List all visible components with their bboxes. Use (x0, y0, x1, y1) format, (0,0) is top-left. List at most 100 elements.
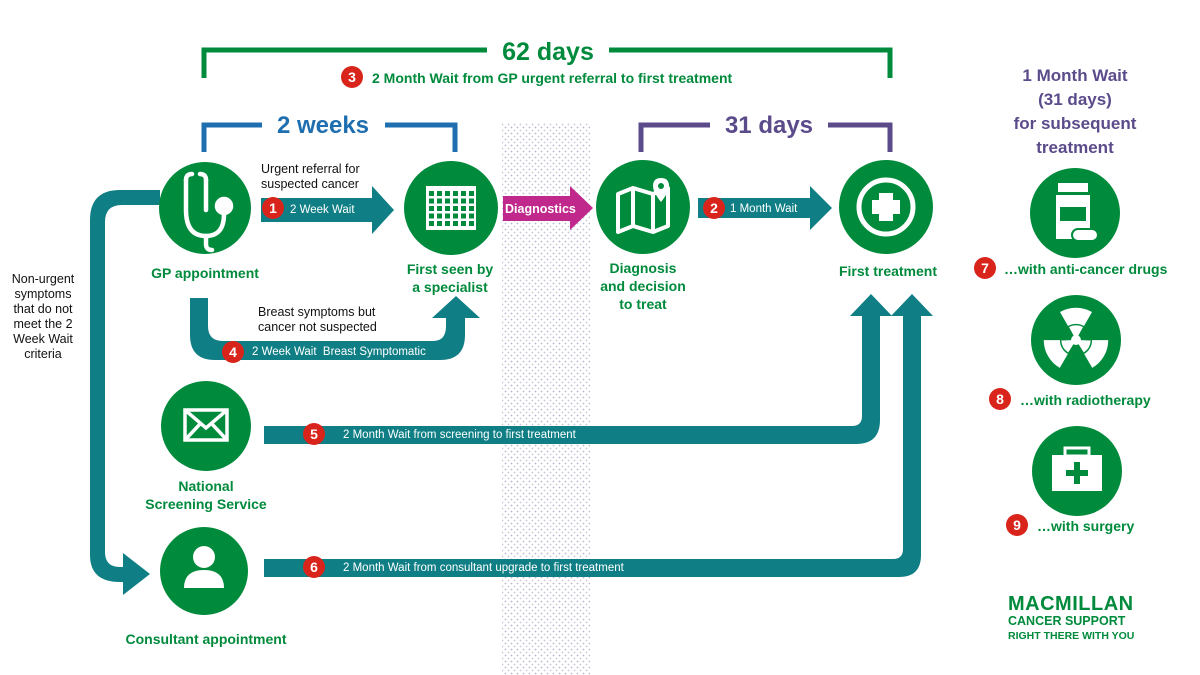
calendar-cell (445, 191, 450, 196)
days-31-heading: 31 days (725, 112, 813, 139)
arrow-non-urgent-head (123, 553, 150, 595)
radiotherapy-label: …with radiotherapy (1020, 392, 1151, 408)
badge-9 (1006, 514, 1028, 536)
calendar-cell (429, 198, 434, 204)
calendar-cell (445, 213, 450, 219)
arrow-2-text: 1 Month Wait (730, 203, 798, 215)
arrow-2 (698, 186, 832, 230)
arrow-5-text: 2 Month Wait from screening to first tre… (343, 429, 577, 441)
first-aid-kit-icon (1052, 446, 1102, 491)
badge-4-text: 4 (229, 344, 237, 360)
days-62-heading: 62 days (502, 38, 594, 66)
arrow-4-note: Breast symptoms but cancer not suspected (258, 305, 377, 335)
calendar-cell (437, 213, 442, 219)
arrow-1-note-line: Urgent referral for (261, 162, 360, 176)
gp-label: GP appointment (151, 265, 259, 281)
diagnosis-circle (596, 160, 690, 254)
calendar-cell (469, 191, 474, 196)
specialist-label-line: a specialist (412, 279, 488, 295)
screening-label-line: Screening Service (145, 496, 267, 512)
arrow-4 (190, 296, 480, 360)
calendar-cell (437, 198, 442, 204)
badge-8 (989, 388, 1011, 410)
weeks-2-heading: 2 weeks (277, 112, 369, 139)
calendar-cell (453, 221, 458, 226)
badge-5 (303, 423, 325, 445)
badge-3 (341, 66, 363, 88)
bracket-62-days (201, 47, 893, 78)
first-treatment-label: First treatment (838, 263, 938, 279)
envelope-icon (183, 408, 229, 442)
bracket-2-weeks (201, 122, 458, 152)
badge-8-text: 8 (996, 391, 1004, 407)
map-icon (616, 178, 670, 234)
arrow-4-note-line: Breast symptoms but (258, 305, 376, 319)
stethoscope-icon (183, 171, 234, 253)
drugs-label: …with anti-cancer drugs (1004, 261, 1168, 277)
arrow-1-note: Urgent referral for suspected cancer (261, 162, 360, 192)
calendar-cell (461, 198, 466, 204)
calendar-cell (469, 213, 474, 219)
arrow-1 (261, 186, 394, 234)
number-badges (222, 66, 1028, 578)
diagnosis-label-line: to treat (619, 296, 667, 312)
calendar-cell (453, 191, 458, 196)
arrow-1-note-line: suspected cancer (261, 177, 359, 191)
specialist-label-line: First seen by (406, 261, 494, 277)
calendar-cell (429, 206, 434, 211)
screening-label: National Screening Service (126, 477, 286, 513)
diagnostics-label: Diagnostics (505, 202, 576, 216)
calendar-cell (461, 206, 466, 211)
calendar-cell (469, 221, 474, 226)
calendar-cell (469, 198, 474, 204)
badge-7-text: 7 (981, 260, 989, 276)
calendar-cell (461, 213, 466, 219)
pill-bottle-icon (1056, 183, 1099, 242)
month-wait-line: 1 Month Wait (1022, 66, 1128, 85)
badge-7 (974, 257, 996, 279)
badge-1-text: 1 (269, 200, 277, 216)
arrow-non-urgent-path (90, 190, 160, 582)
non-urgent-line: meet the 2 (13, 317, 73, 331)
diagnosis-label-line: and decision (600, 278, 686, 294)
arrow-4-text: 2 Week Wait Breast Symptomatic (252, 346, 426, 358)
arrow-6-text: 2 Month Wait from consultant upgrade to … (343, 562, 625, 574)
radiation-icon (1043, 307, 1109, 368)
diagnosis-label-line: Diagnosis (609, 260, 677, 276)
arrow-5 (264, 294, 892, 444)
calendar-cell (445, 206, 450, 211)
medical-cross-icon (856, 177, 916, 237)
calendar-cell (469, 206, 474, 211)
arrow-1-text: 2 Week Wait (290, 204, 355, 216)
badge-9-text: 9 (1013, 517, 1021, 533)
badge-5-text: 5 (310, 426, 318, 442)
month-wait-line: (31 days) (1038, 90, 1112, 109)
consultant-label: Consultant appointment (125, 631, 287, 647)
diagnosis-label: Diagnosis and decision to treat (583, 259, 703, 313)
non-urgent-line: Non-urgent (11, 272, 75, 286)
month-wait-line: for subsequent (1013, 114, 1137, 133)
calendar-cell (429, 213, 434, 219)
calendar-cell (461, 191, 466, 196)
calendar-cell (445, 198, 450, 204)
calendar-icon (426, 186, 476, 230)
badge-2-text: 2 (710, 200, 718, 216)
badge-6 (303, 556, 325, 578)
calendar-cell (461, 221, 466, 226)
logo-line-2: CANCER SUPPORT (1008, 614, 1126, 628)
specialist-label: First seen by a specialist (390, 260, 510, 296)
non-urgent-line: symptoms (14, 287, 72, 301)
calendar-cell (437, 191, 442, 196)
badge-3-text: 3 (348, 69, 356, 85)
non-urgent-line: criteria (24, 347, 62, 361)
calendar-cell (429, 191, 434, 196)
badge-2 (703, 197, 725, 219)
calendar-cell (445, 221, 450, 226)
non-urgent-line: Week Wait (13, 332, 73, 346)
month-wait-heading: 1 Month Wait (31 days) for subsequent tr… (990, 64, 1160, 160)
arrow-4-note-line: cancer not suspected (258, 320, 377, 334)
calendar-cell (453, 206, 458, 211)
calendar-cell (437, 206, 442, 211)
